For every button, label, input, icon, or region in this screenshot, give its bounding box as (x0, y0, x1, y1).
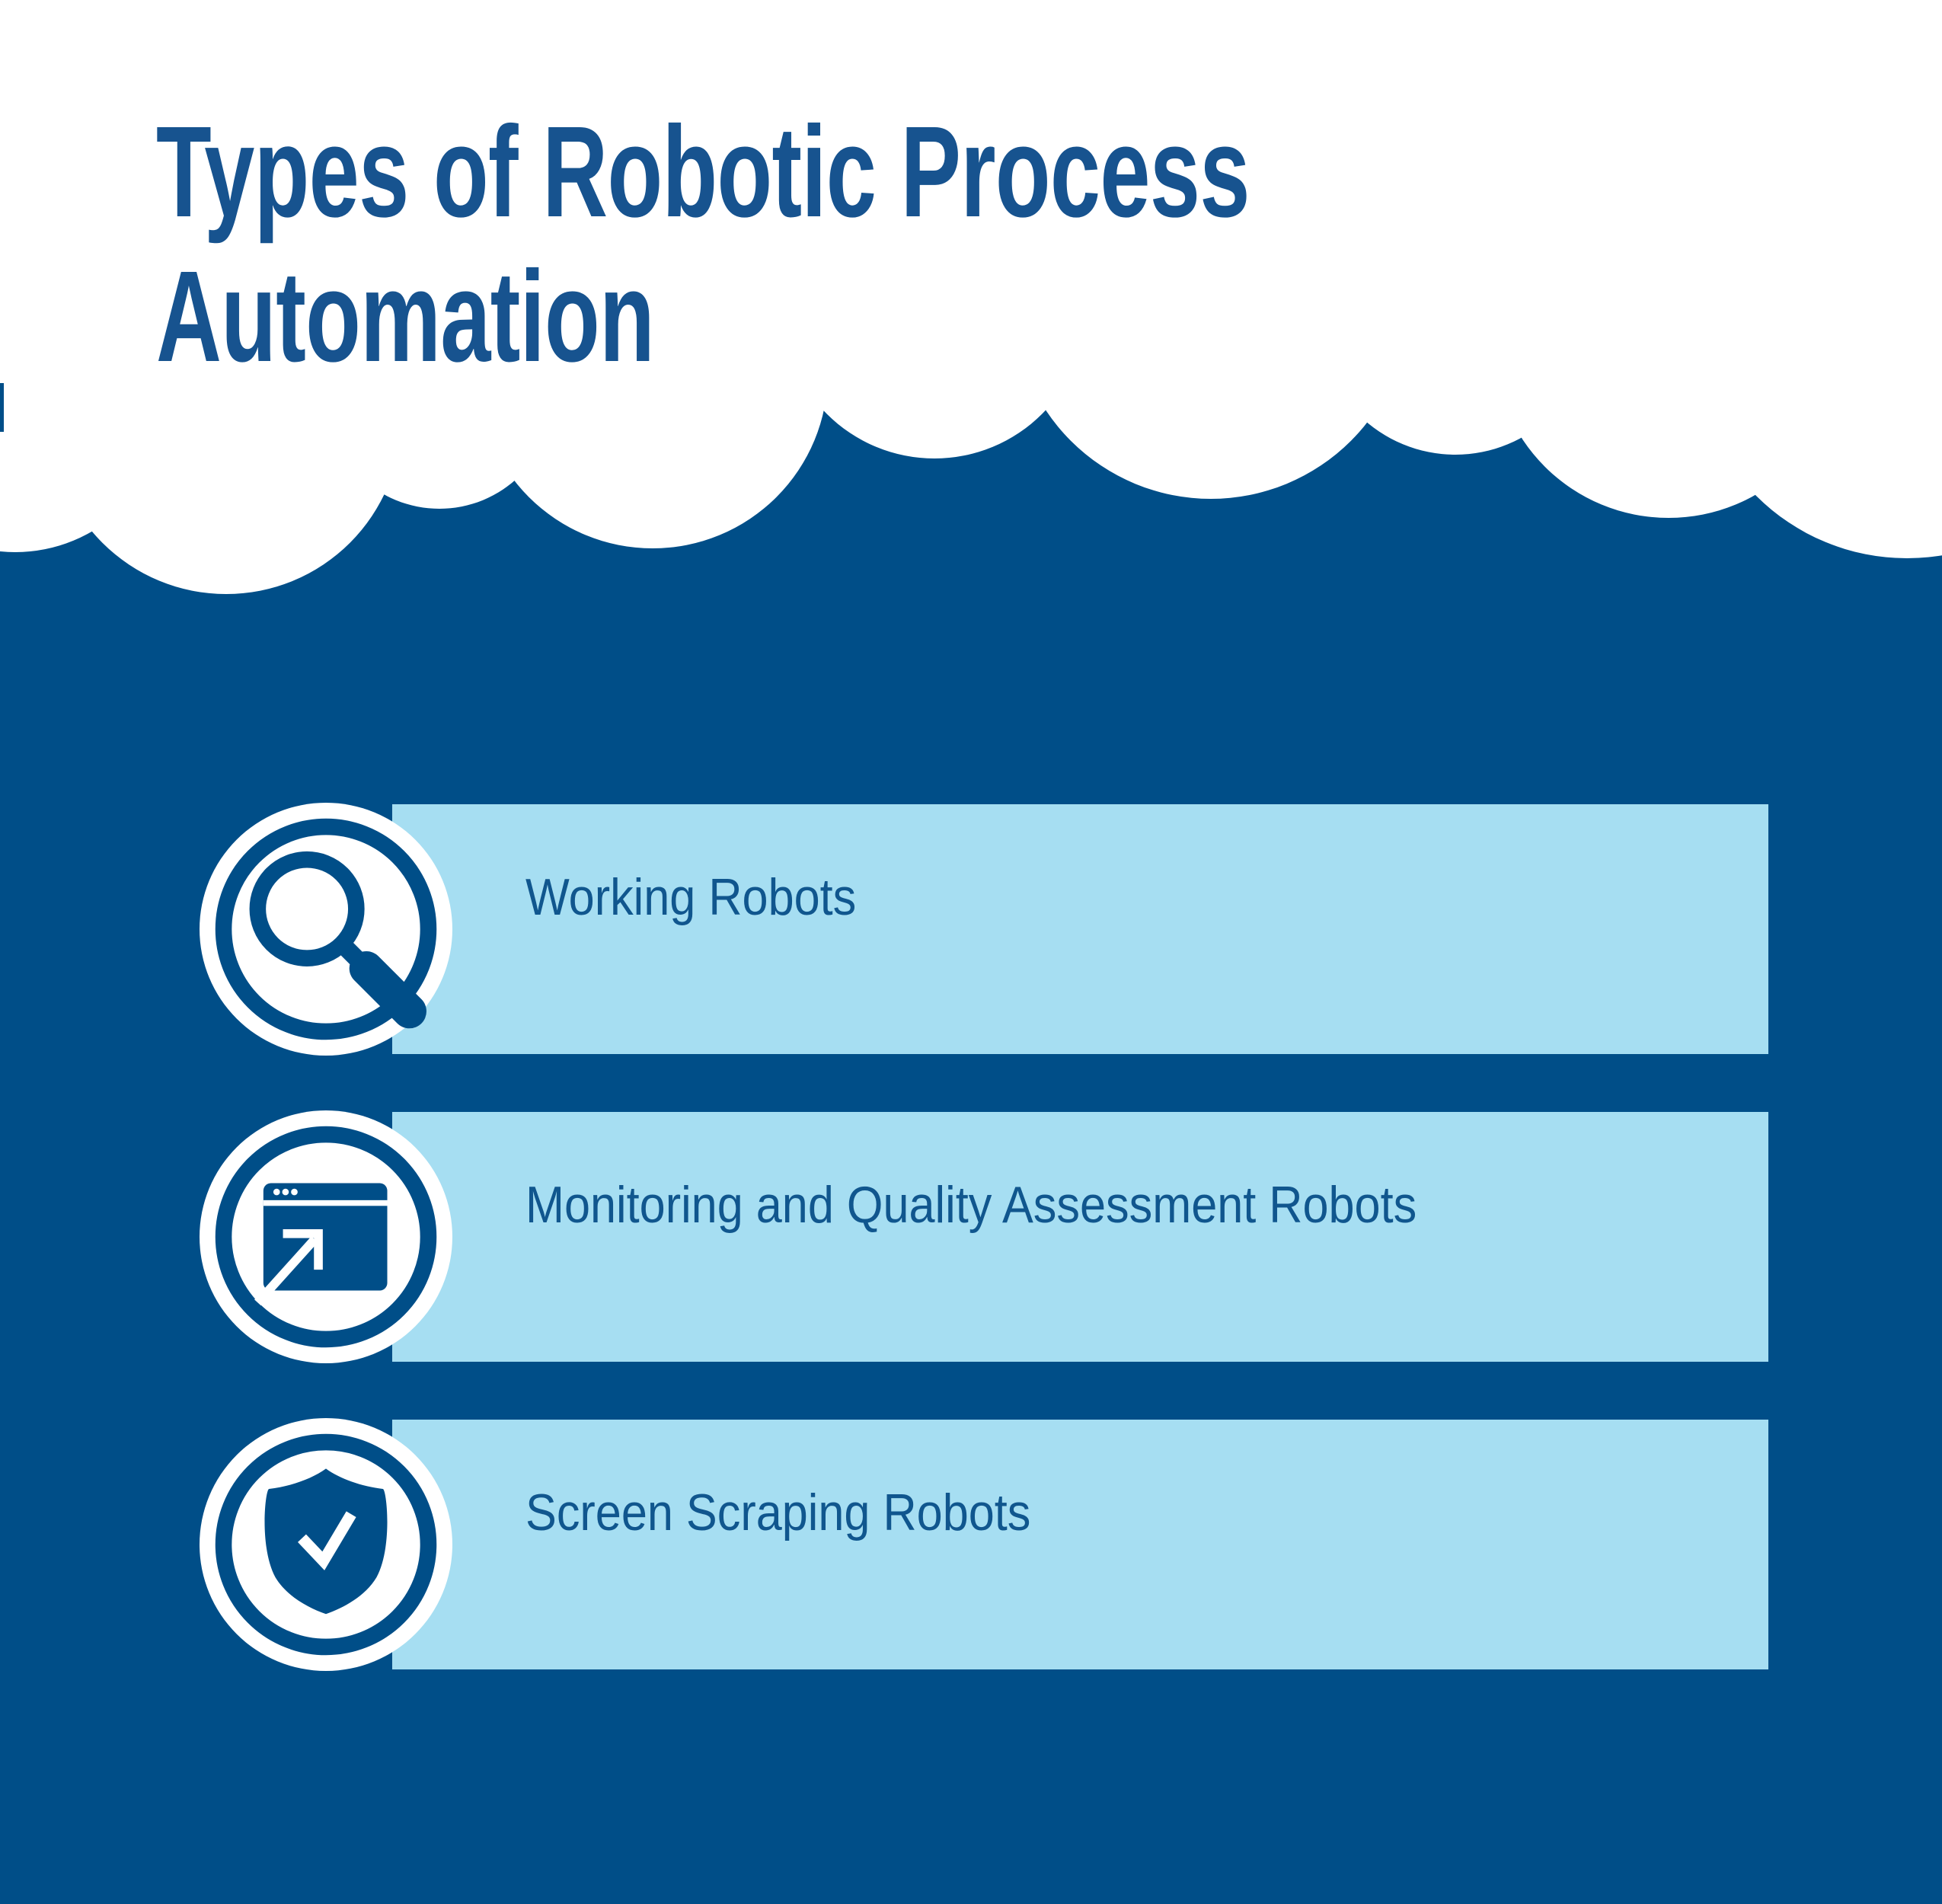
type-bar-label: Monitoring and Quality Assessment Robots (525, 1176, 1417, 1234)
wave-edge-sliver (0, 383, 4, 432)
magnifier-lens (249, 851, 365, 966)
magnifier-handle (349, 951, 426, 1029)
browser-dot (273, 1188, 280, 1196)
shield-check-icon (200, 1418, 452, 1671)
badge-ring (215, 818, 437, 1040)
type-bar-label: Working Robots (525, 868, 857, 926)
browser-toolbar-divider (263, 1200, 388, 1206)
type-bar-monitoring-robots: Monitoring and Quality Assessment Robots (392, 1112, 1768, 1362)
badge-ring (215, 1126, 437, 1348)
page-title: Types of Robotic Process Automation (156, 100, 1250, 389)
arrow-head (283, 1229, 323, 1270)
page-title-line2: Automation (156, 244, 655, 389)
browser-dot (291, 1188, 298, 1196)
shield-shape (264, 1468, 388, 1615)
type-bar-label: Screen Scraping Robots (525, 1484, 1031, 1541)
type-bar-working-robots: Working Robots (392, 804, 1768, 1054)
arrow-shaft (254, 1236, 318, 1306)
browser-window-arrow-icon (200, 1110, 452, 1363)
magnifier-neck (336, 938, 363, 965)
browser-dot (282, 1188, 289, 1196)
badge-ring (215, 1433, 437, 1656)
check-mark (298, 1511, 356, 1570)
magnifier-icon (200, 803, 452, 1056)
page-title-line1: Types of Robotic Process (156, 100, 1250, 244)
type-bar-screen-scraping-robots: Screen Scraping Robots (392, 1420, 1768, 1669)
wave-scallop (478, 198, 828, 548)
